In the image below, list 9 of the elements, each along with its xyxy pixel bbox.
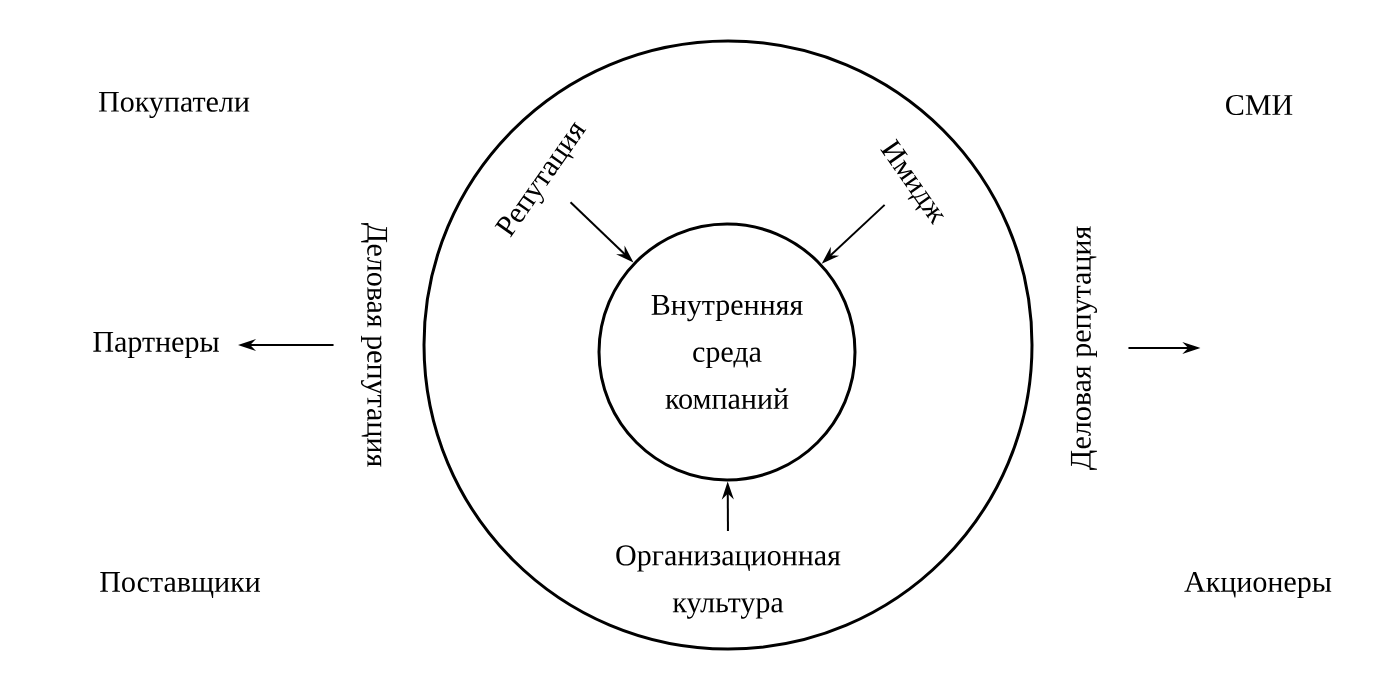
text-label: Покупатели bbox=[98, 91, 250, 119]
text-label: СМИ bbox=[1226, 94, 1293, 116]
text-label: Организационная культура bbox=[616, 545, 841, 619]
text-label: Акционеры bbox=[1184, 571, 1332, 599]
text-label: Деловая репутация bbox=[360, 222, 388, 467]
text-label: Партнеры bbox=[93, 332, 219, 359]
text-label: Деловая репутация bbox=[1070, 226, 1098, 471]
text-label: Поставщики bbox=[100, 572, 260, 598]
outer-circle bbox=[422, 39, 1034, 651]
